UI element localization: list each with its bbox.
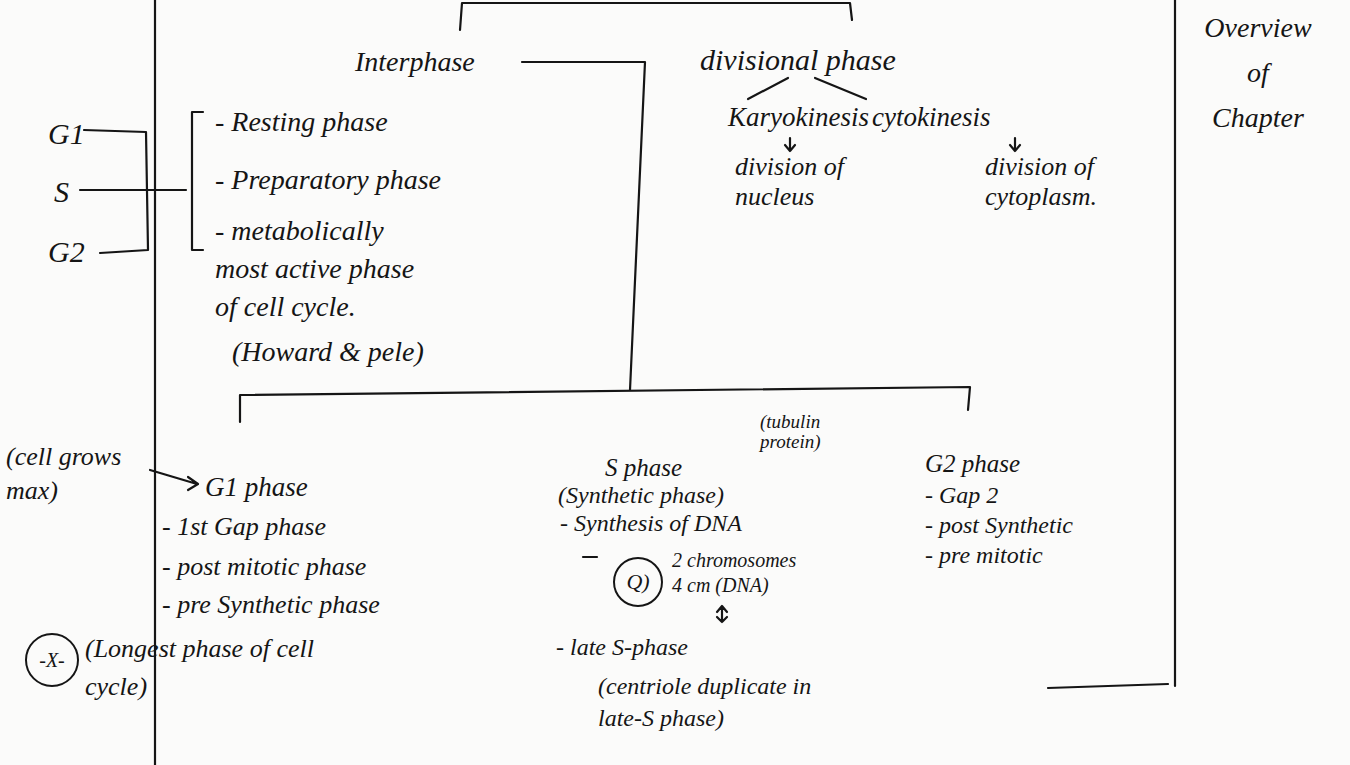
note-text: S <box>54 172 69 211</box>
note-text: - Gap 2 <box>925 480 998 511</box>
s-line <box>80 189 186 191</box>
note-text: - Synthesis of DNA <box>560 508 742 539</box>
phase-note: - Preparatory phase <box>215 162 441 198</box>
note-text: - pre mitotic <box>925 540 1043 571</box>
note-text: 2 chromosomes 4 cm (DNA) <box>672 548 800 598</box>
circled-note: -X- <box>25 633 79 687</box>
down-arrow <box>1010 138 1020 151</box>
note-text: - post mitotic phase <box>162 550 366 584</box>
top-bracket <box>460 3 852 30</box>
note-text: (cell grows max) <box>6 440 151 508</box>
note-text: G2 phase <box>925 448 1020 481</box>
phase-heading: -X- <box>39 647 65 673</box>
note-text: - 1st Gap phase <box>162 510 326 544</box>
g-bracket <box>84 130 148 253</box>
frame-line <box>1174 0 1176 686</box>
branch-line <box>748 78 788 99</box>
note-text: S phase <box>605 452 682 485</box>
phase-note: (Howard & pele) <box>232 334 424 370</box>
note-text: (Synthetic phase) <box>558 480 724 511</box>
note-text: - pre Synthetic phase <box>162 588 380 622</box>
phase-note: - Resting phase <box>215 104 388 140</box>
note-text: cytokinesis <box>872 100 990 135</box>
note-text: Karyokinesis <box>728 100 869 135</box>
note-text: G1 <box>48 114 85 153</box>
phase-tree <box>240 387 970 422</box>
phase-heading: Interphase <box>355 44 475 80</box>
frame-line <box>1048 684 1168 688</box>
dash-mark <box>583 556 597 558</box>
chapter-heading: Overview of Chapter <box>1198 6 1318 140</box>
branch-line <box>815 78 866 99</box>
note-text: (centriole duplicate in late-S phase) <box>598 670 860 735</box>
note-text: divisional phase <box>700 40 896 79</box>
note-text: G2 <box>48 232 85 271</box>
note-text: (tubulin protein) <box>760 412 845 452</box>
note-text: G1 phase <box>205 470 308 505</box>
interphase-line <box>522 62 645 390</box>
note-text: division of nucleus <box>735 152 853 212</box>
note-text: division of cytoplasm. <box>985 152 1135 212</box>
pointer-arrow <box>150 470 198 490</box>
note-text: - post Synthetic <box>925 510 1073 541</box>
note-text: - late S-phase <box>556 632 688 663</box>
down-arrow <box>785 138 795 151</box>
chapter-frame: Overview of ChapterInterphase- Resting p… <box>155 0 1175 686</box>
updown-arrow <box>717 606 727 622</box>
interphase-bracket <box>192 112 203 250</box>
phase-box: Interphase - Resting phase - Preparatory p… <box>190 38 635 383</box>
note-text: (Longest phase of cell cycle) <box>85 630 315 705</box>
circled-note: Q) <box>613 557 663 607</box>
phase-note: - metabolically most active phase of cel… <box>215 212 440 325</box>
phase-heading: Q) <box>626 568 649 597</box>
